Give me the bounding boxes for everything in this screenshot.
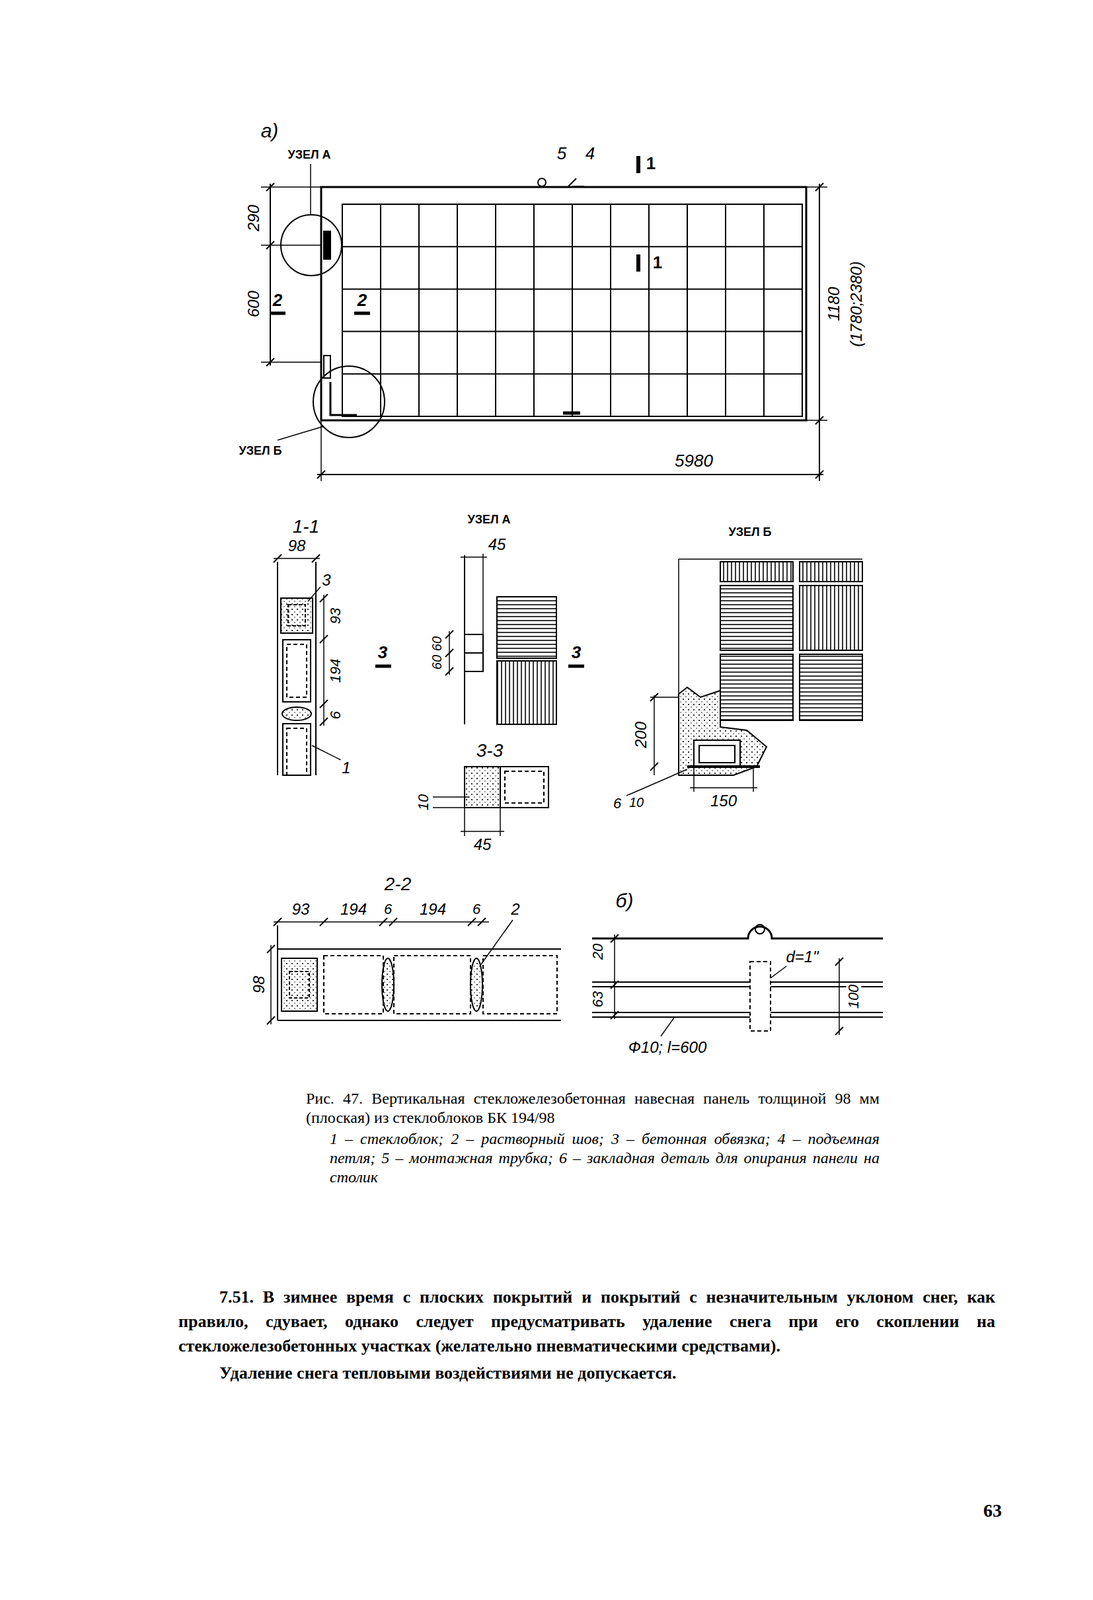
node-label: УЗЕЛ А	[286, 148, 332, 162]
note-text: 7.51. В зимнее время с плоских покрытий …	[178, 1285, 996, 1359]
dimension-label: 93	[327, 606, 343, 626]
section-label: 1	[644, 154, 657, 173]
dimension-label: 194	[339, 900, 369, 918]
section-title: 3-3	[475, 740, 505, 760]
section-title: 2-2	[383, 874, 413, 894]
section-title: 1-1	[291, 516, 321, 536]
figure-key: 1 – стеклоблок; 2 – растворный шов; 3 – …	[329, 1129, 880, 1188]
dimension-label: 6	[327, 709, 343, 721]
callout-number: 4	[584, 144, 597, 163]
grid-line	[456, 204, 458, 417]
grid-line	[494, 204, 497, 417]
dimension-label: 93	[290, 900, 312, 918]
grid-line	[533, 204, 535, 417]
grid-line	[342, 331, 803, 333]
dimension-label: 194	[327, 657, 343, 685]
dimension-label: 6	[471, 901, 482, 917]
dimension-label: 60	[430, 653, 445, 671]
grid-line	[609, 204, 612, 417]
grid-line	[342, 288, 803, 290]
grid-line	[418, 204, 420, 417]
dimension-label: 6	[382, 901, 394, 917]
dimension-label: 100	[845, 983, 862, 1011]
callout-number: 1	[340, 759, 352, 776]
note-text: Удаление снега тепловыми воздействиями н…	[178, 1361, 996, 1386]
grid-line	[342, 373, 803, 375]
view-label: б)	[614, 890, 636, 912]
section-label: 2	[271, 291, 284, 310]
view-label: а)	[259, 120, 281, 142]
page-number: 63	[983, 1500, 1002, 1522]
grid-line	[724, 204, 727, 417]
grid-line	[648, 204, 650, 417]
callout-number: 3	[320, 571, 332, 589]
dimension-label: 60	[430, 635, 445, 653]
dimension-label: 1180	[825, 285, 842, 323]
dimension-label: 290	[245, 203, 262, 233]
dimension-label: 98	[286, 537, 308, 554]
section-label: 3	[376, 643, 389, 662]
grid-line	[342, 245, 803, 248]
dimension-label: 5980	[673, 452, 715, 470]
dimension-label: 6	[611, 795, 623, 811]
dimension-label: 45	[472, 835, 493, 853]
callout-number: 5	[555, 144, 568, 163]
glass-grid	[342, 204, 803, 417]
dimension-label: 194	[418, 900, 448, 918]
dimension-label: 10	[627, 795, 645, 810]
dimension-label: 200	[632, 720, 649, 750]
dimension-label: 150	[709, 792, 739, 809]
grid-line	[686, 204, 688, 417]
dimension-label: 45	[487, 535, 508, 553]
section-label: 2	[356, 291, 369, 310]
dimension-label: (1780;2380)	[847, 259, 865, 348]
section-label: 3	[570, 643, 583, 662]
node-label: УЗЕЛ А	[465, 513, 512, 527]
dimension-label: 20	[590, 942, 606, 961]
section-label: 1	[651, 253, 664, 272]
dimension-label: 63	[590, 989, 606, 1009]
dimension-label: Ф10; l=600	[627, 1038, 709, 1056]
dimension-label: 98	[250, 974, 267, 996]
grid-line	[571, 204, 573, 417]
grid-line	[763, 204, 765, 417]
dimension-label: 10	[415, 792, 431, 812]
node-label: УЗЕЛ Б	[237, 444, 283, 458]
dimension-label: d=1"	[784, 948, 820, 965]
node-label: УЗЕЛ Б	[726, 526, 773, 539]
callout-number: 2	[509, 900, 521, 918]
figure-caption: Рис. 47. Вертикальная стекложелезобетонн…	[305, 1089, 880, 1129]
dimension-label: 600	[245, 289, 262, 319]
